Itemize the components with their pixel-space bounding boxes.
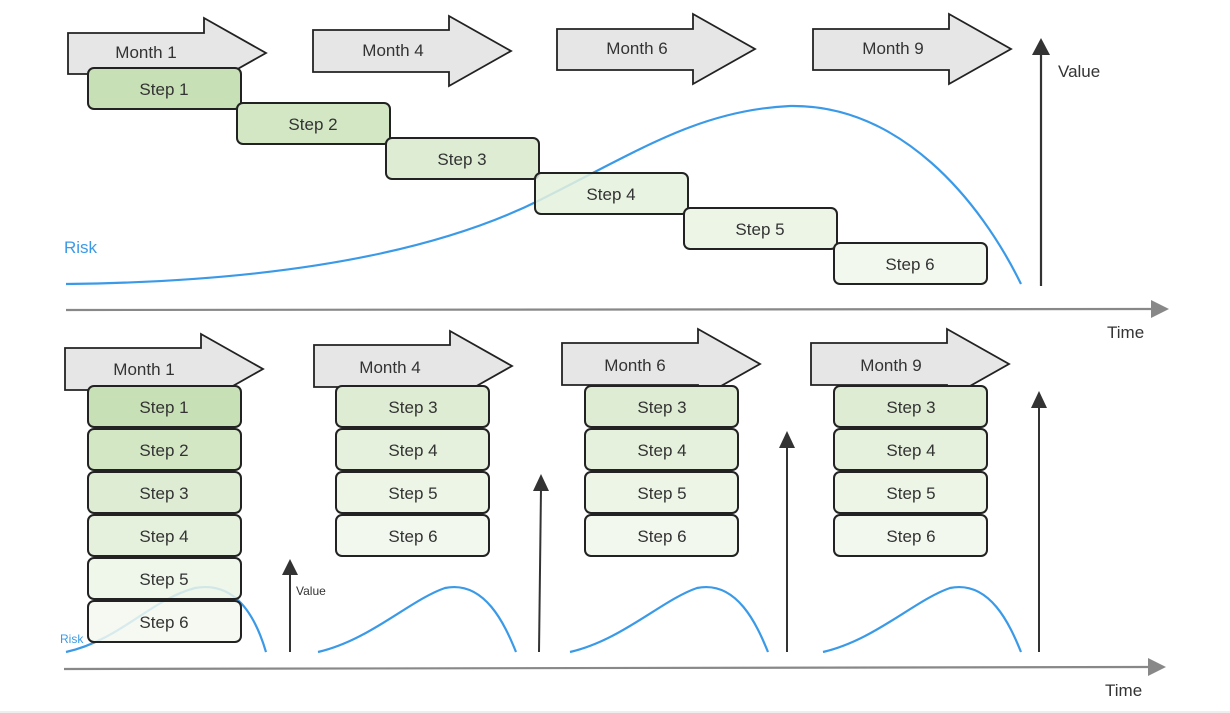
top-value-label: Value [1058,62,1100,81]
bottom-step-label: Step 3 [637,398,686,417]
top-step-label: Step 2 [288,115,337,134]
bottom-step-label: Step 5 [886,484,935,503]
top-month-label: Month 4 [362,41,423,60]
bottom-step: Step 6 [87,600,242,643]
top-step-1: Step 1 [87,67,242,110]
bottom-group-4: Month 9 Step 3 Step 4 Step 5 Step 6 [810,327,1047,654]
bottom-step-label: Step 3 [886,398,935,417]
bottom-step: Step 3 [833,385,988,428]
top-step-label: Step 5 [735,220,784,239]
bottom-month-label: Month 1 [113,360,174,379]
bottom-step: Step 5 [833,471,988,514]
bottom-month-label: Month 9 [860,356,921,375]
bottom-step-label: Step 4 [637,441,686,460]
bottom-step-label: Step 6 [139,613,188,632]
bottom-step-label: Step 1 [139,398,188,417]
bottom-step: Step 6 [335,514,490,557]
bottom-month-label: Month 4 [359,358,420,377]
top-risk-label: Risk [64,238,98,257]
bottom-step: Step 4 [833,428,988,471]
bottom-step: Step 3 [584,385,739,428]
bottom-step: Step 4 [335,428,490,471]
bottom-curve-2 [317,585,518,654]
top-month-label: Month 6 [606,39,667,58]
bottom-group-3: Month 6 Step 3 Step 4 Step 5 Step 6 [561,327,795,654]
bottom-group-2: Month 4 Step 3 Step 4 Step 5 Step 6 [313,329,549,654]
bottom-value-label: Value [296,584,326,598]
bottom-step: Step 3 [335,385,490,428]
bottom-step-label: Step 5 [637,484,686,503]
bottom-panel: Month 1 Step 1 Step 2 Step 3 Step 4 Step… [60,327,1166,700]
bottom-step: Step 4 [87,514,242,557]
top-step-label: Step 3 [437,150,486,169]
top-value-arrow [1032,38,1050,286]
bottom-step: Step 6 [584,514,739,557]
bottom-step-label: Step 5 [139,570,188,589]
top-value-curve [65,104,1022,286]
top-step-4: Step 4 [534,172,689,215]
bottom-curve-3 [569,585,770,654]
bottom-step-label: Step 6 [886,527,935,546]
bottom-step-label: Step 6 [637,527,686,546]
top-step-6: Step 6 [833,242,988,285]
bottom-value-arrow-2 [533,474,549,653]
bottom-step-label: Step 3 [388,398,437,417]
top-step-2: Step 2 [236,102,391,145]
bottom-step: Step 4 [584,428,739,471]
bottom-step-label: Step 4 [886,441,935,460]
top-step-label: Step 4 [586,185,635,204]
bottom-step-label: Step 3 [139,484,188,503]
top-time-label: Time [1107,323,1144,342]
bottom-step: Step 5 [584,471,739,514]
top-time-axis [65,300,1169,318]
bottom-risk-label: Risk [60,632,84,646]
bottom-month-label: Month 6 [604,356,665,375]
bottom-step-label: Step 4 [139,527,188,546]
top-step-label: Step 1 [139,80,188,99]
top-month-label: Month 9 [862,39,923,58]
top-step-5: Step 5 [683,207,838,250]
bottom-step: Step 2 [87,428,242,471]
top-step-3: Step 3 [385,137,540,180]
bottom-curve-4 [822,585,1023,654]
bottom-step: Step 6 [833,514,988,557]
bottom-step: Step 5 [335,471,490,514]
top-month-label: Month 1 [115,43,176,62]
top-month-arrow-3: Month 6 [556,12,757,86]
top-month-arrow-4: Month 9 [812,12,1013,86]
top-panel: Month 1 Month 4 Month 6 Month 9 Step 1 S… [64,12,1169,342]
bottom-time-label: Time [1105,681,1142,700]
bottom-step: Step 1 [87,385,242,428]
bottom-step-label: Step 2 [139,441,188,460]
bottom-value-arrow-4 [1031,391,1047,652]
bottom-step-label: Step 4 [388,441,437,460]
bottom-step: Step 5 [87,557,242,600]
bottom-time-axis [63,658,1166,676]
top-step-label: Step 6 [885,255,934,274]
top-month-arrow-2: Month 4 [312,14,513,88]
bottom-step: Step 3 [87,471,242,514]
bottom-value-arrow-3 [779,431,795,652]
bottom-step-label: Step 5 [388,484,437,503]
bottom-step-label: Step 6 [388,527,437,546]
bottom-group-1: Month 1 Step 1 Step 2 Step 3 Step 4 Step… [60,332,326,654]
bottom-value-arrow-1 [282,559,298,652]
